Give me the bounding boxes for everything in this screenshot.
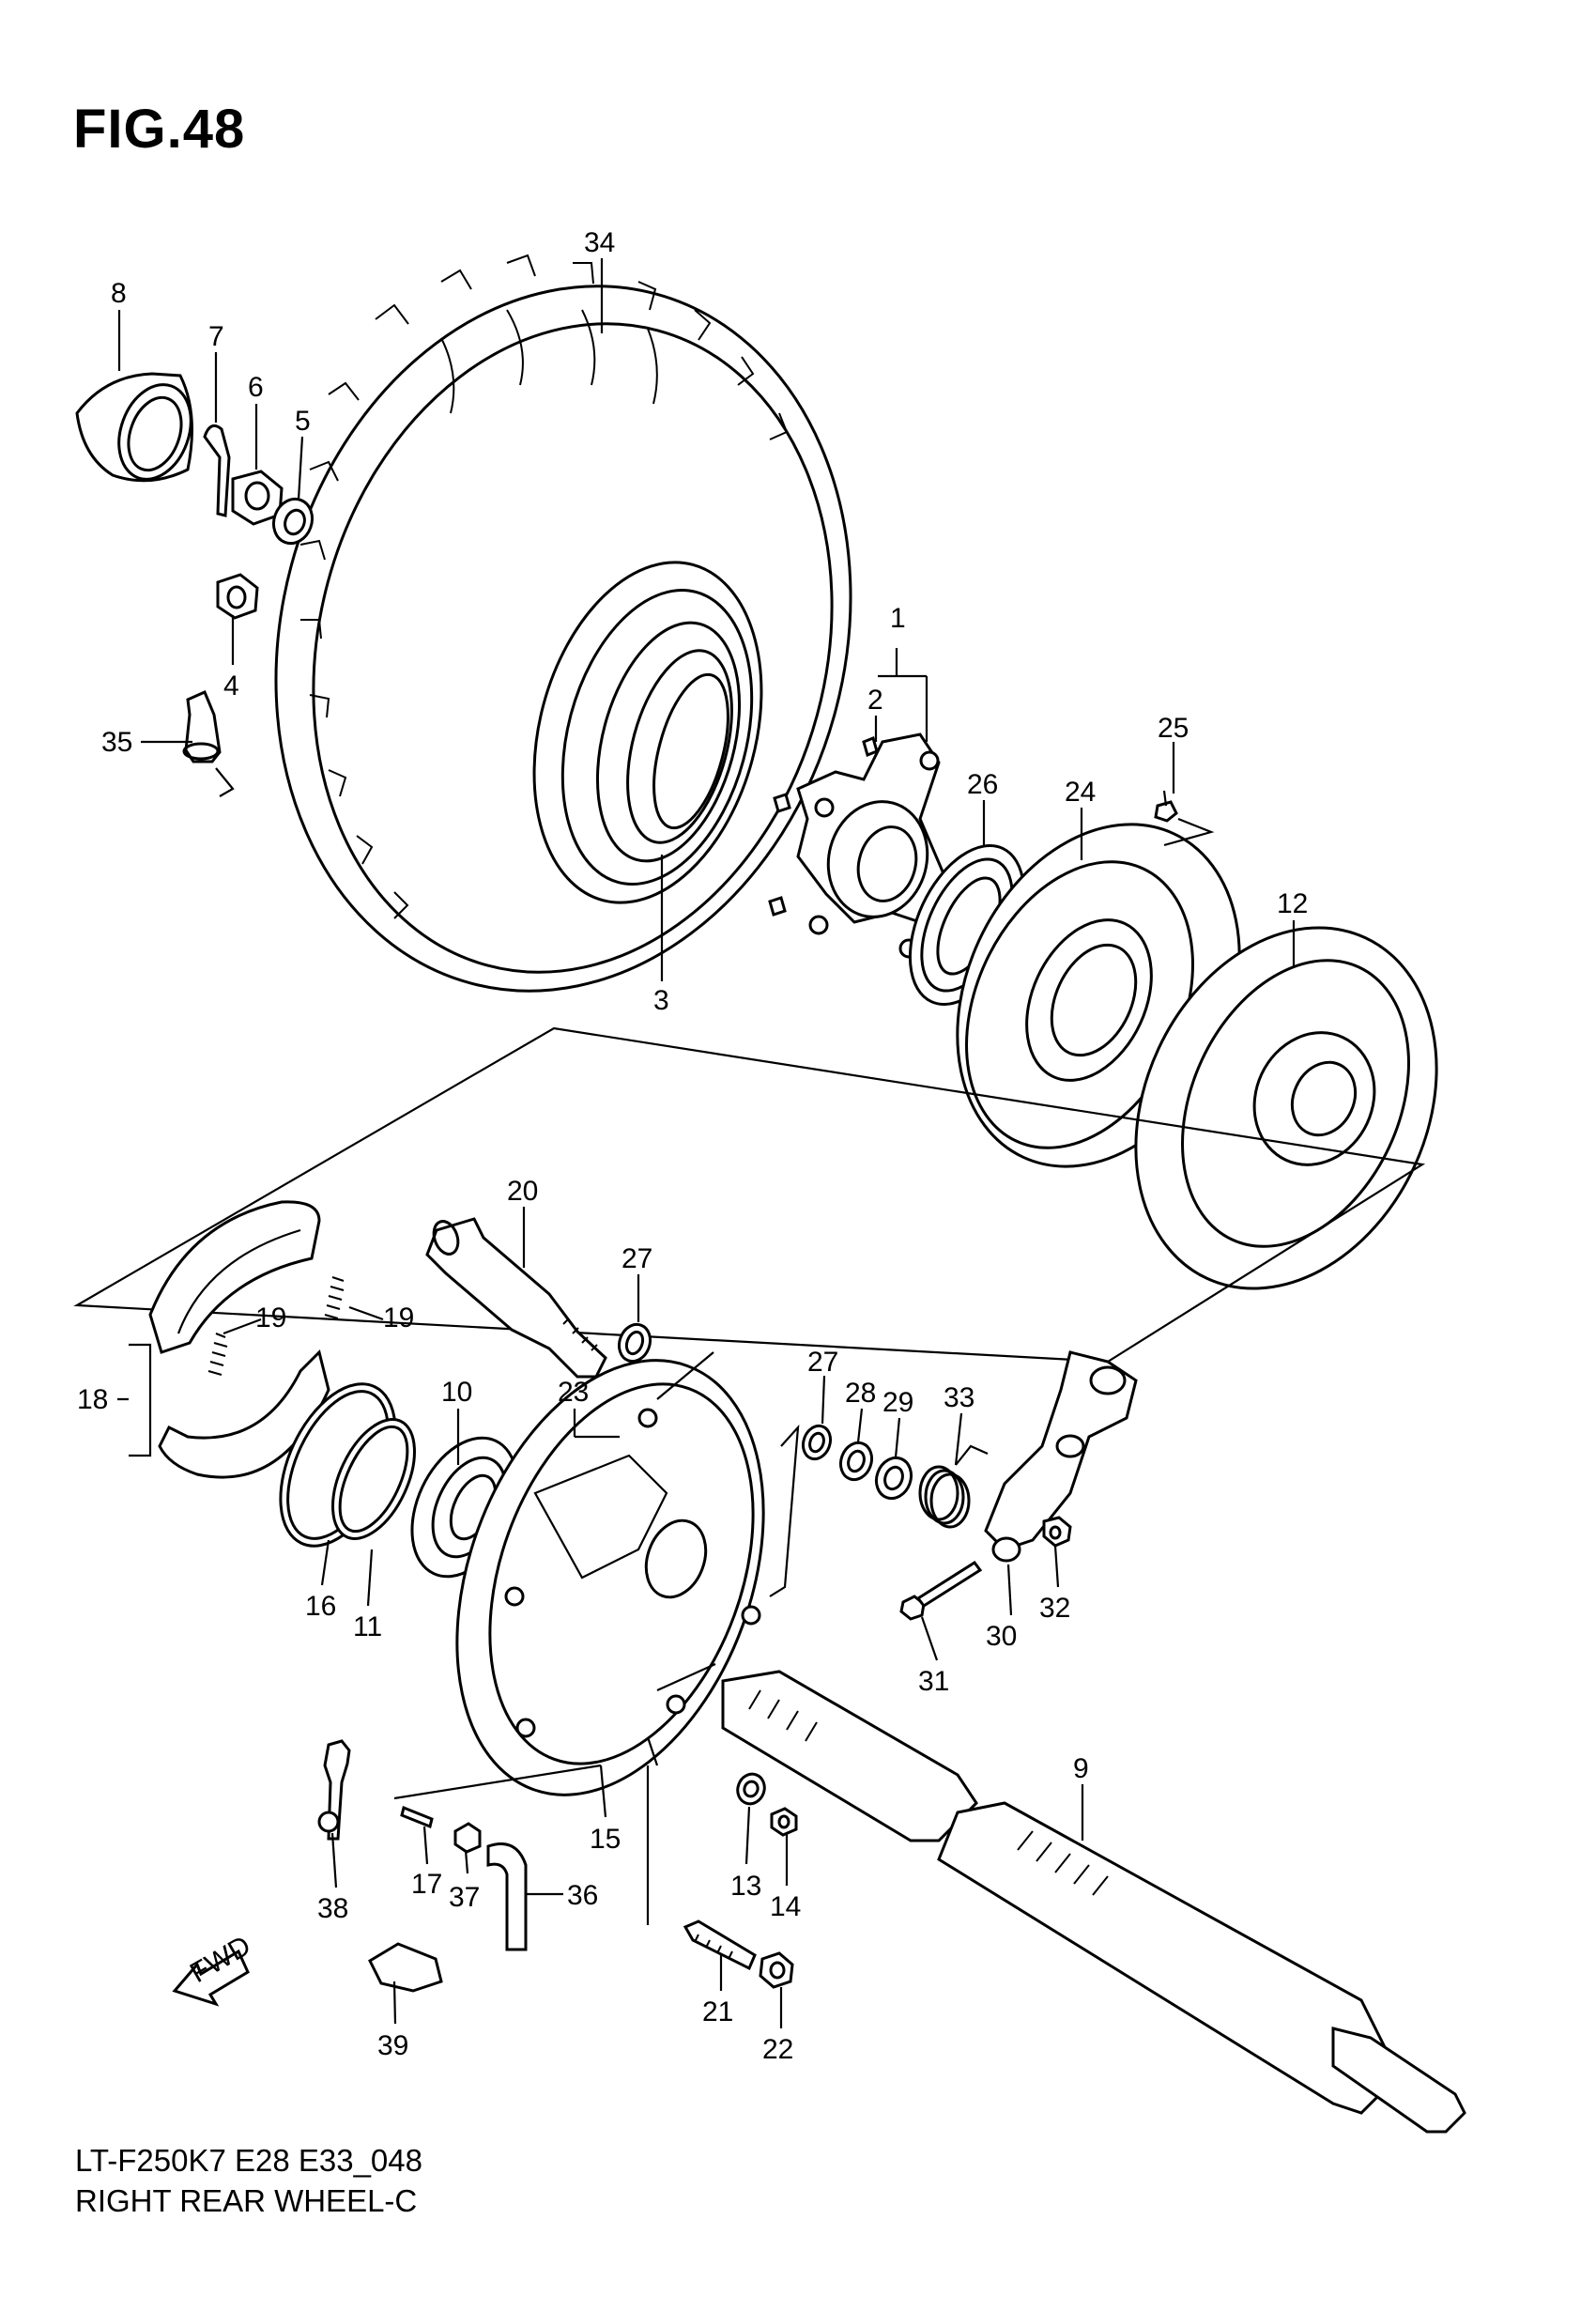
fwd-arrow-icon: FWD <box>172 1930 256 2007</box>
callout-32: 32 <box>1039 1593 1070 1624</box>
callout-5: 5 <box>295 406 311 437</box>
clip-part-37 <box>453 1822 482 1854</box>
callout-36: 36 <box>567 1880 598 1911</box>
callout-21: 21 <box>702 1996 733 2027</box>
brake-panel-part-23 <box>455 1359 765 1796</box>
callout-29: 29 <box>882 1387 913 1418</box>
assembly-outline <box>73 1026 1426 1364</box>
callout-28: 28 <box>845 1378 876 1409</box>
cotter-pin-part-7 <box>203 424 231 517</box>
callout-18: 18 <box>77 1384 108 1415</box>
axle-part-9 <box>721 1670 1466 2134</box>
callout-7: 7 <box>208 321 224 352</box>
callout-26: 26 <box>967 769 998 800</box>
callout-4: 4 <box>223 670 239 701</box>
valve-part-35 <box>182 690 222 763</box>
leader-lines <box>117 258 1296 2028</box>
stud-part-21 <box>683 1919 757 1971</box>
callout-3: 3 <box>653 985 669 1016</box>
callout-14: 14 <box>770 1891 801 1922</box>
nut-part-4 <box>216 573 259 620</box>
spring-part-19-left <box>207 1332 228 1377</box>
callout-30: 30 <box>986 1621 1017 1652</box>
bolt-part-25 <box>1154 790 1178 823</box>
spring-part-33 <box>918 1444 989 1529</box>
callout-19-left: 19 <box>255 1302 286 1333</box>
washer-part-28 <box>838 1441 874 1482</box>
cap-part-8 <box>75 372 193 483</box>
callout-16: 16 <box>305 1591 336 1622</box>
callout-37: 37 <box>449 1882 480 1913</box>
brake-drum-part-12 <box>1134 926 1438 1290</box>
callout-8: 8 <box>111 278 127 309</box>
model-code: LT-F250K7 E28 E33_048 <box>75 2143 422 2178</box>
callout-24: 24 <box>1065 777 1096 808</box>
callout-1: 1 <box>890 603 906 634</box>
callout-13: 13 <box>730 1871 761 1902</box>
nut-part-32 <box>1042 1516 1072 1548</box>
cam-lever-part-30 <box>984 1350 1138 1563</box>
callout-10: 10 <box>441 1377 472 1408</box>
stud-part-2 <box>768 735 879 917</box>
callout-9: 9 <box>1073 1753 1089 1784</box>
washer-part-5 <box>271 497 315 546</box>
hub-part-1 <box>796 732 950 959</box>
clip-part-38 <box>317 1739 351 1841</box>
washer-part-13 <box>736 1772 766 1806</box>
callout-12: 12 <box>1277 888 1308 919</box>
callout-31: 31 <box>918 1666 949 1697</box>
callout-34: 34 <box>584 227 615 258</box>
callout-19-right: 19 <box>383 1302 414 1333</box>
callout-23: 23 <box>558 1377 589 1408</box>
callout-22: 22 <box>762 2034 793 2065</box>
callout-6: 6 <box>248 372 264 403</box>
bolt-part-31 <box>899 1560 983 1621</box>
clamp-part-39 <box>368 1942 443 1993</box>
callout-27-right: 27 <box>807 1347 838 1378</box>
shaft-part-20 <box>425 1217 607 1379</box>
callout-11: 11 <box>353 1611 382 1642</box>
callout-35: 35 <box>101 727 132 758</box>
o-ring-part-27-right <box>801 1424 833 1461</box>
callout-labels: 34 8 7 6 5 4 35 1 2 3 25 26 24 12 20 27 … <box>77 227 1308 2065</box>
callout-17: 17 <box>411 1869 442 1900</box>
callout-33: 33 <box>944 1382 974 1413</box>
callout-38: 38 <box>317 1893 348 1924</box>
callout-39: 39 <box>377 2030 408 2061</box>
figure-title: FIG.48 <box>73 99 246 160</box>
nut-part-22 <box>759 1951 794 1989</box>
rim-part-3 <box>532 561 763 904</box>
washer-part-29 <box>874 1456 913 1501</box>
callout-20: 20 <box>507 1176 538 1207</box>
hose-part-36 <box>486 1842 528 1951</box>
circlip-part-11 <box>331 1418 416 1540</box>
callout-25: 25 <box>1158 713 1189 744</box>
pin-part-17 <box>400 1805 434 1829</box>
o-ring-part-27 <box>617 1322 652 1364</box>
callout-27: 27 <box>622 1243 652 1274</box>
spring-part-19-right <box>324 1275 345 1320</box>
callout-15: 15 <box>590 1824 621 1855</box>
callout-2: 2 <box>867 685 883 716</box>
figure-caption: RIGHT REAR WHEEL-C <box>75 2183 418 2218</box>
bolt-part-14 <box>770 1807 798 1837</box>
